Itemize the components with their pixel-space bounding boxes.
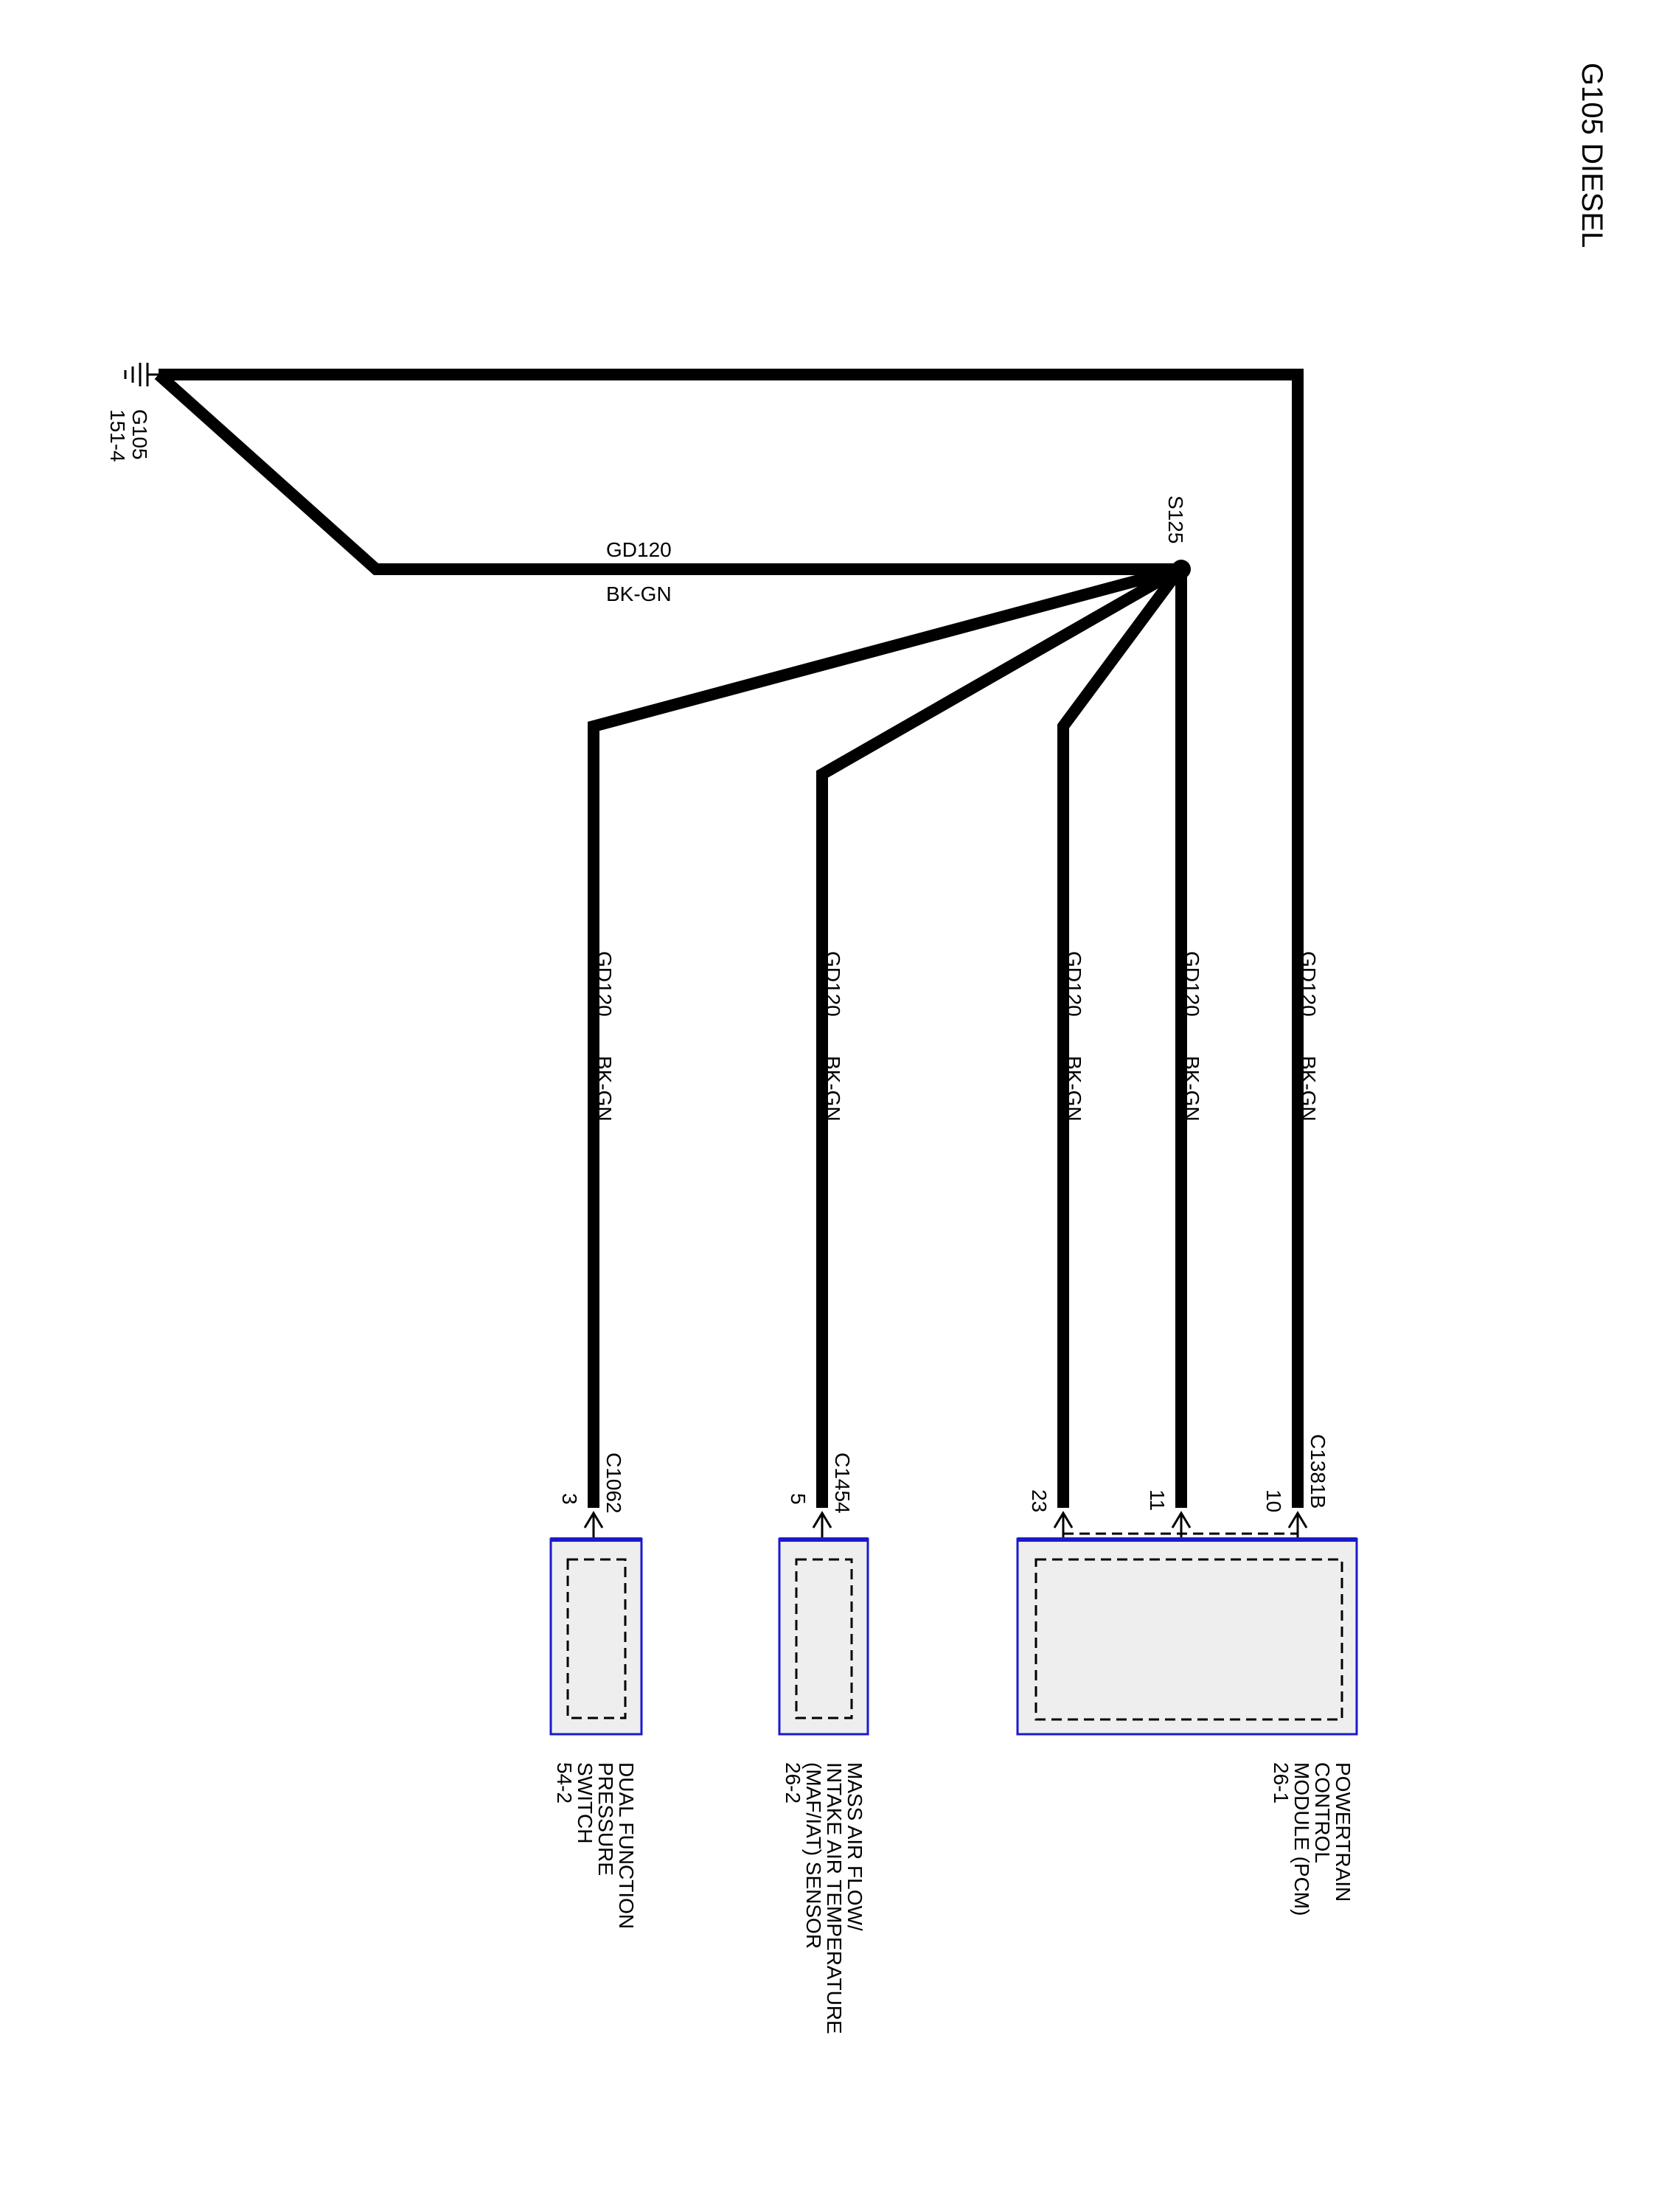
wire-color-label: BK-GN: [821, 1056, 844, 1121]
diagram-title: G105 DIESEL: [1576, 63, 1608, 248]
ground-page: 151-4: [106, 409, 129, 462]
component-maf-sensor: C1454 5 MASS AIR FLOW/ INTAKE AIR TEMPER…: [778, 1453, 869, 2034]
wire-color-label: BK-GN: [593, 1056, 616, 1121]
trunk-circuit: GD120: [606, 538, 672, 561]
component-pcm: C1381B 10 11 23 POWERTRAIN CONTROL MODUL…: [1016, 1434, 1358, 1916]
component-name: PRESSURE: [594, 1762, 617, 1876]
trunk-color: BK-GN: [606, 582, 672, 605]
wire-circuit-label: GD120: [1180, 951, 1203, 1017]
branch-wire-pin23: [1057, 566, 1185, 1508]
branch-wire-maf: [816, 564, 1183, 1508]
pin-number: 10: [1262, 1489, 1285, 1512]
wire-circuit-label: GD120: [1297, 951, 1320, 1017]
branch-labels: GD120 BK-GN GD120 BK-GN GD120 BK-GN GD12…: [593, 951, 1320, 1121]
component-name: 54-2: [553, 1762, 576, 1804]
component-name: INTAKE AIR TEMPERATURE: [823, 1762, 846, 2034]
wire-circuit-label: GD120: [593, 951, 616, 1017]
component-pressure-switch: C1062 3 DUAL FUNCTION PRESSURE SWITCH 54…: [549, 1453, 643, 1929]
component-name: DUAL FUNCTION: [615, 1762, 638, 1929]
splice-node: [1172, 560, 1191, 579]
ground-wire-main: [159, 369, 1304, 1508]
component-name: MASS AIR FLOW/: [844, 1762, 866, 1931]
wire-circuit-label: GD120: [1062, 951, 1085, 1017]
branch-wire-switch: [588, 563, 1182, 1508]
ground-id: G105: [128, 409, 151, 460]
component-name: (MAF/IAT) SENSOR: [802, 1762, 825, 1949]
component-name: 26-2: [782, 1762, 804, 1804]
component-name: POWERTRAIN: [1332, 1762, 1354, 1902]
pin-number: 23: [1028, 1489, 1051, 1512]
splice-id: S125: [1164, 495, 1187, 543]
component-name: CONTROL: [1311, 1762, 1334, 1863]
wire-color-label: BK-GN: [1062, 1056, 1085, 1121]
pin-number: 11: [1146, 1489, 1169, 1511]
ground-symbol-icon: [124, 363, 159, 386]
wire-color-label: BK-GN: [1297, 1056, 1320, 1121]
wire-color-label: BK-GN: [1180, 1056, 1203, 1121]
connector-id: C1062: [602, 1453, 625, 1514]
wire-circuit-label: GD120: [821, 951, 844, 1017]
component-name: SWITCH: [574, 1762, 597, 1843]
pin-number: 5: [787, 1493, 810, 1505]
component-name: MODULE (PCM): [1290, 1762, 1313, 1916]
trunk-wire: [154, 370, 1180, 575]
pin-number: 3: [558, 1493, 581, 1505]
connector-id: C1454: [831, 1453, 854, 1514]
component-name: 26-1: [1270, 1762, 1293, 1804]
connector-id: C1381B: [1307, 1434, 1329, 1509]
